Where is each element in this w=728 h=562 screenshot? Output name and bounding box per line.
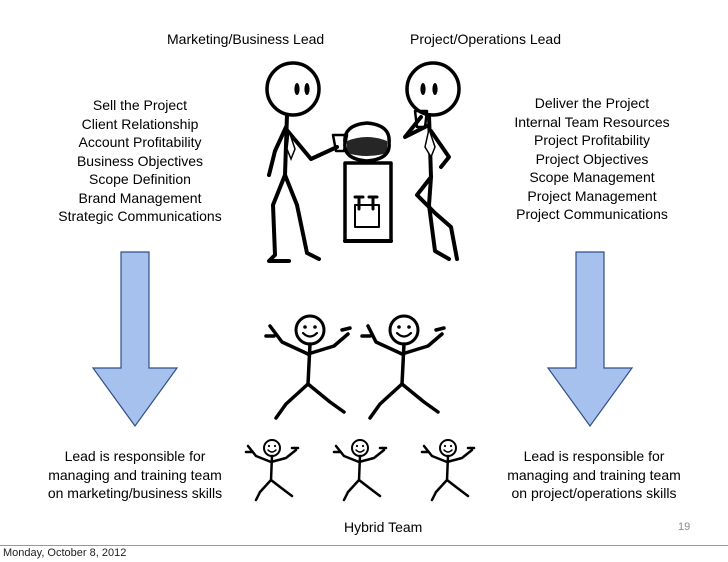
left-note-line: Lead is responsible for: [64, 448, 206, 464]
right-lead-stick-figure-icon: [403, 61, 461, 261]
small-happy-figures-illustration: [244, 439, 476, 502]
right-item: Project Profitability: [534, 132, 650, 148]
left-note-line: on marketing/business skills: [47, 485, 223, 501]
happy-stick-figure-icon: [264, 314, 352, 420]
left-item: Client Relationship: [81, 115, 199, 132]
left-lead-note: Lead is responsible for managing and tra…: [30, 447, 240, 503]
team-label: Hybrid Team: [344, 519, 423, 535]
left-responsibilities: Sell the Project Client Relationship Acc…: [40, 96, 240, 226]
happy-stick-figure-icon: [360, 314, 446, 420]
right-item: Project Communications: [516, 206, 668, 222]
left-item: Brand Management: [78, 189, 202, 206]
right-item: Project Management: [527, 187, 657, 204]
left-item: Business Objectives: [76, 152, 204, 169]
slide-date: Monday, October 8, 2012: [3, 547, 127, 559]
right-note-line: on project/operations skills: [511, 485, 677, 501]
left-lead-stick-figure-icon: [265, 61, 349, 263]
left-item: Account Profitability: [78, 134, 202, 150]
left-down-arrow-icon: [91, 251, 179, 428]
right-heading: Project/Operations Lead: [410, 31, 561, 47]
right-lead-note: Lead is responsible for managing and tra…: [488, 447, 700, 503]
slide: Marketing/Business Lead Project/Operatio…: [30, 31, 700, 535]
happy-stick-figure-icon: [244, 439, 300, 502]
left-item: Sell the Project: [92, 97, 188, 113]
large-happy-figures-illustration: [264, 314, 446, 420]
right-item: Deliver the Project: [534, 95, 650, 111]
right-responsibilities: Deliver the Project Internal Team Resour…: [492, 94, 692, 224]
leads-at-water-cooler-illustration: [265, 61, 461, 263]
right-note-line: managing and training team: [507, 466, 681, 483]
footer-bar: Monday, October 8, 2012: [0, 545, 728, 562]
right-item: Internal Team Resources: [514, 113, 670, 130]
right-down-arrow-icon: [546, 251, 634, 428]
left-note-line: managing and training team: [48, 466, 222, 483]
right-note-line: Lead is responsible for: [523, 448, 665, 464]
left-heading: Marketing/Business Lead: [167, 31, 325, 47]
left-item: Strategic Communications: [58, 208, 222, 224]
arrow-shape: [546, 251, 634, 428]
left-item: Scope Definition: [89, 171, 191, 187]
right-item: Project Objectives: [535, 150, 649, 167]
water-cooler-icon: [343, 121, 393, 243]
right-item: Scope Management: [529, 169, 655, 185]
arrow-shape: [91, 251, 179, 428]
happy-stick-figure-icon: [332, 439, 388, 502]
page-number: 19: [678, 521, 691, 533]
happy-stick-figure-icon: [420, 439, 476, 502]
